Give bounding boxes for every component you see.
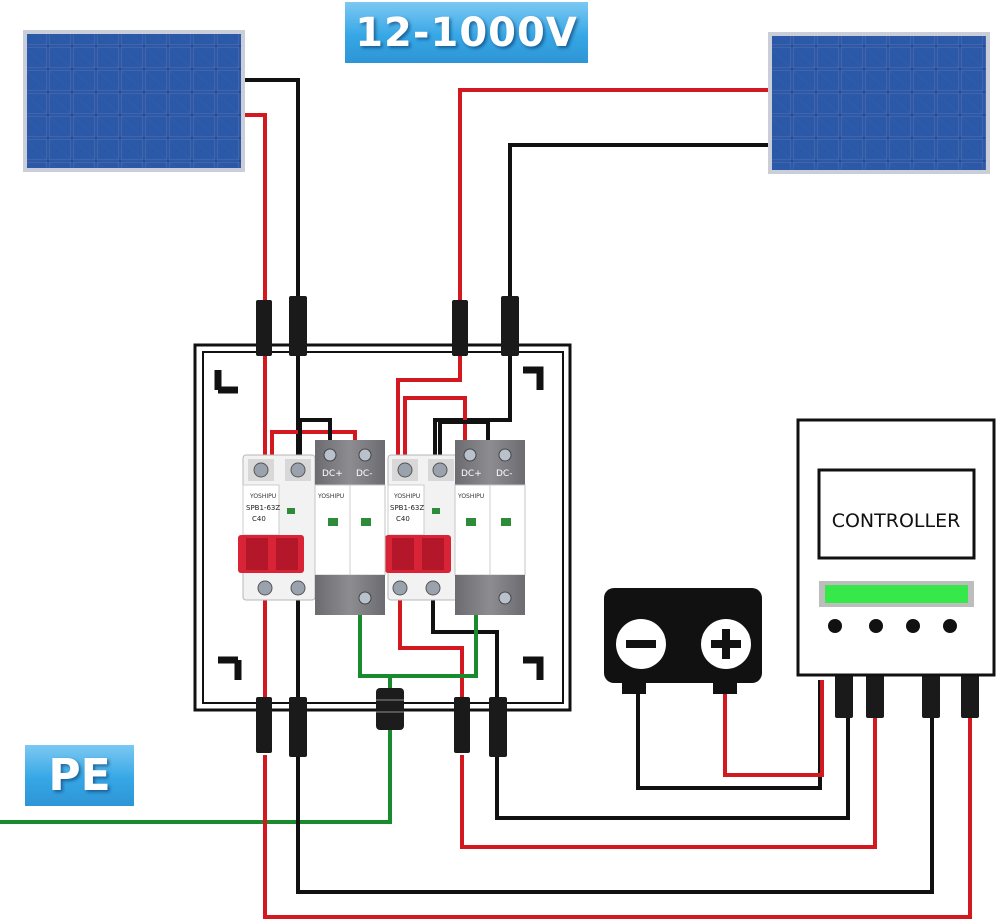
wire-panel2-positive <box>396 88 770 460</box>
wire-b2-out-neg <box>431 590 499 705</box>
box-corner-tl <box>214 370 238 394</box>
spd2-brand: YOSHIPU <box>457 493 484 500</box>
controller-display <box>817 468 976 560</box>
mc4-connector <box>501 296 519 356</box>
breaker1-model: SPB1-63Z <box>246 504 280 512</box>
solar-panel-left <box>23 30 245 172</box>
dc-breaker-1: YOSHIPU SPB1-63Z C40 <box>238 454 316 601</box>
controller-label: CONTROLLER <box>832 510 961 532</box>
controller-button[interactable] <box>906 619 920 633</box>
mc4-connector <box>489 697 507 757</box>
spd2-plus-label: DC+ <box>461 469 482 479</box>
wire-battery-pos <box>723 680 824 777</box>
dc-breaker-2: YOSHIPU SPB1-63Z C40 <box>385 454 461 601</box>
wire-panel2-negative <box>433 143 770 460</box>
box-corner-bl <box>218 656 242 680</box>
voltage-range-badge: 12-1000V <box>345 2 588 63</box>
wire-out-b1-neg <box>296 718 934 894</box>
minus-icon <box>616 619 666 669</box>
mc4-connector <box>256 300 272 356</box>
breaker2-rating: C40 <box>396 515 410 523</box>
spd1-brand: YOSHIPU <box>317 493 344 500</box>
breaker1-rating: C40 <box>252 515 266 523</box>
breaker1-brand: YOSHIPU <box>249 493 276 500</box>
spd1-minus-label: DC- <box>356 469 372 479</box>
mc4-connectors-bottom <box>256 697 507 757</box>
mc4-connector <box>454 697 470 753</box>
solar-panel-right <box>768 32 990 174</box>
wire-panel1-negative <box>240 78 300 455</box>
breaker2-model: SPB1-63Z <box>390 504 424 512</box>
wire-out-b2-pos <box>460 718 877 849</box>
controller-button[interactable] <box>943 619 957 633</box>
wire-jumper-b1-spd-neg <box>298 418 332 455</box>
box-corner-tr <box>523 366 544 390</box>
cable-gland <box>376 688 404 730</box>
controller-button[interactable] <box>869 619 883 633</box>
wire-out-b2-neg <box>495 718 850 820</box>
wire-ground-spd <box>358 612 478 678</box>
wire-out-b1-pos <box>263 718 972 919</box>
mc4-connector <box>289 697 307 757</box>
mc4-connector <box>452 300 468 356</box>
pe-ground-badge: PE <box>25 745 134 806</box>
mc4-connectors-top <box>256 296 519 356</box>
spd1-plus-label: DC+ <box>322 469 343 479</box>
wire-jumper-b2-spd-neg <box>438 420 490 460</box>
box-corner-br <box>523 656 544 680</box>
spd2-minus-label: DC- <box>496 469 512 479</box>
battery <box>604 588 762 694</box>
wires <box>0 78 972 919</box>
controller-button[interactable] <box>828 619 842 633</box>
breaker2-brand: YOSHIPU <box>393 493 420 500</box>
plus-icon <box>701 619 751 669</box>
mc4-connector <box>289 296 307 356</box>
controller: CONTROLLER <box>796 418 996 677</box>
surge-protector-1: DC+ DC- YOSHIPU <box>314 440 386 615</box>
wire-battery-neg <box>636 680 822 790</box>
mc4-connector <box>256 697 272 753</box>
surge-protector-2: DC+ DC- YOSHIPU <box>454 440 526 615</box>
